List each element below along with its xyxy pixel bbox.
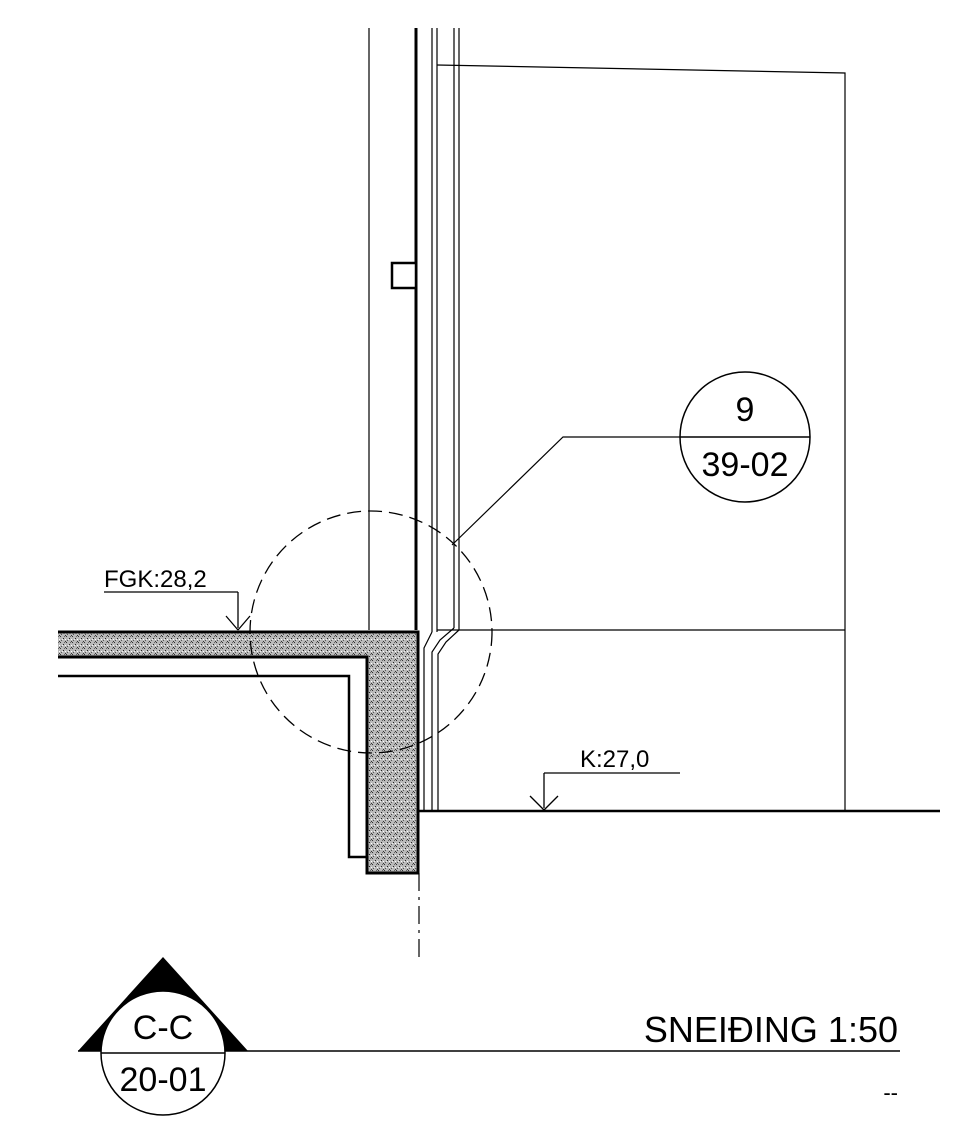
detail-callout: 9 39-02: [451, 371, 811, 546]
detail-circle: [249, 510, 493, 754]
section-marker: C-C 20-01: [78, 957, 900, 1116]
ground-level-label: K:27,0: [580, 746, 649, 773]
floor-level-marker: [104, 591, 251, 631]
ground-level-marker: [529, 772, 680, 811]
section-title: SNEIÐING 1:50: [644, 1009, 898, 1050]
concrete-section: [58, 630, 420, 875]
detail-callout-sheet: 39-02: [702, 446, 789, 484]
floor-level-label: FGK:28,2: [104, 566, 207, 593]
wall-lines: [368, 28, 460, 812]
building-outline: [436, 64, 846, 810]
detail-callout-number: 9: [736, 391, 755, 429]
wall-bracket: [390, 261, 418, 290]
corner-mark: --: [883, 1080, 898, 1105]
section-marker-sheet: 20-01: [120, 1061, 207, 1099]
section-marker-name: C-C: [133, 1009, 193, 1047]
